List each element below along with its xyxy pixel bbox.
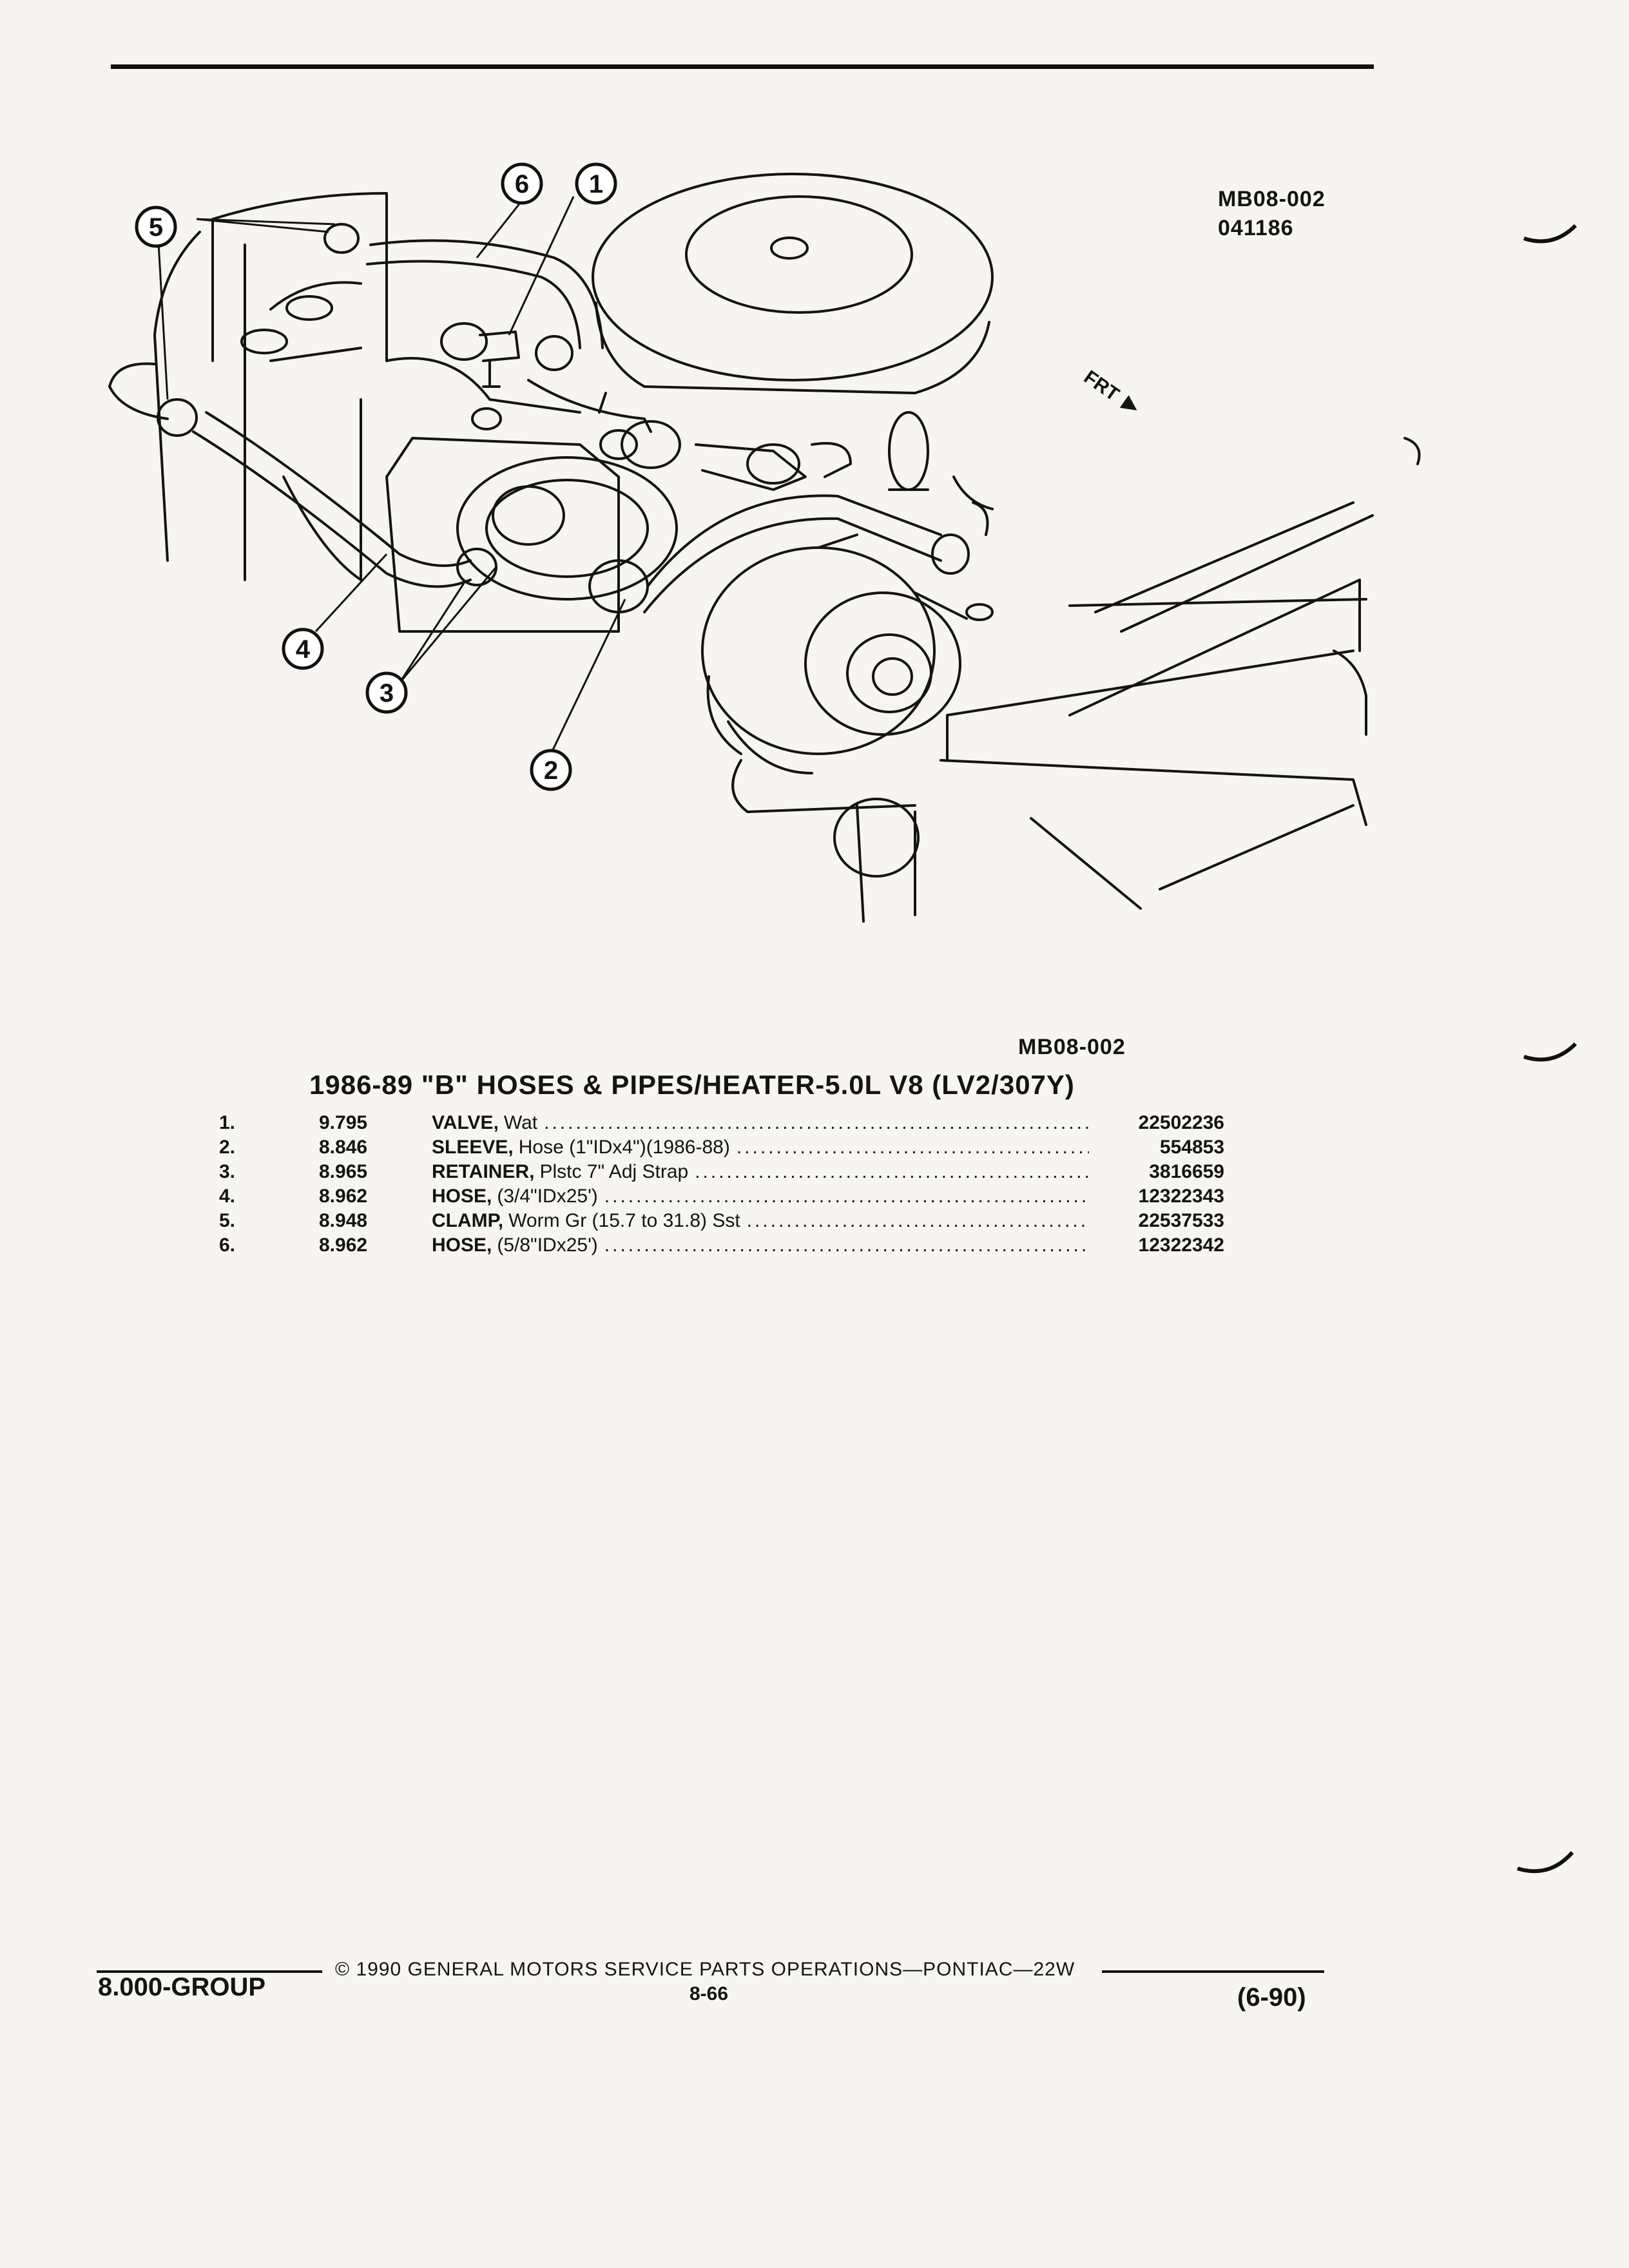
parts-row: 2. 8.846 SLEEVE, Hose (1"IDx4")(1986-88)…: [219, 1137, 1224, 1161]
callout-6-label: 6: [515, 170, 529, 198]
part-name: SLEEVE,: [432, 1137, 514, 1158]
part-spec: Worm Gr (15.7 to 31.8) Sst: [508, 1210, 740, 1231]
part-name: HOSE,: [432, 1186, 492, 1207]
parts-row: 5. 8.948 CLAMP, Worm Gr (15.7 to 31.8) S…: [219, 1210, 1224, 1235]
scan-mark-1: [1523, 224, 1577, 244]
parts-row: 4. 8.962 HOSE, (3/4"IDx25') ............…: [219, 1186, 1224, 1210]
part-name: HOSE,: [432, 1235, 492, 1256]
parts-list: 1. 9.795 VALVE, Wat ....................…: [219, 1112, 1224, 1259]
callout-3-label: 3: [380, 679, 394, 707]
dot-leader: ........................................…: [604, 1235, 1089, 1256]
dot-leader: ........................................…: [544, 1112, 1089, 1133]
callout-4: 4: [282, 628, 324, 670]
part-number: 22537533: [1138, 1210, 1224, 1231]
frt-text: FRT: [1080, 367, 1123, 405]
part-number: 554853: [1159, 1137, 1224, 1158]
top-rule: [111, 64, 1374, 69]
item-number: 1.: [219, 1112, 236, 1133]
parts-row: 1. 9.795 VALVE, Wat ....................…: [219, 1112, 1224, 1137]
part-description: HOSE, (5/8"IDx25') .....................…: [432, 1235, 1089, 1256]
engine-heater-hose-diagram: FRT 1 2 3 4 5 6: [108, 162, 1421, 923]
callout-6: 6: [501, 162, 543, 205]
callout-1: 1: [575, 162, 617, 205]
item-number: 2.: [219, 1137, 236, 1158]
dot-leader: ........................................…: [604, 1186, 1089, 1207]
part-spec: (3/4"IDx25'): [497, 1186, 598, 1207]
part-number: 12322343: [1138, 1186, 1224, 1207]
parts-row: 3. 8.965 RETAINER, Plstc 7" Adj Strap ..…: [219, 1161, 1224, 1186]
callout-2: 2: [530, 749, 572, 791]
figure-ref-top: MB08-002: [1218, 187, 1325, 211]
group-code: 8.965: [319, 1161, 368, 1182]
item-number: 3.: [219, 1161, 236, 1182]
callout-1-label: 1: [589, 170, 603, 198]
copyright-line: © 1990 GENERAL MOTORS SERVICE PARTS OPER…: [335, 1959, 1075, 1980]
callout-5-label: 5: [149, 213, 163, 242]
scan-mark-3: [1517, 1851, 1574, 1874]
part-name: VALVE,: [432, 1112, 499, 1133]
figure-ref-bottom: MB08-002: [1018, 1035, 1126, 1059]
callout-2-label: 2: [544, 756, 558, 785]
callout-4-label: 4: [296, 635, 311, 664]
figure-date-code: 041186: [1218, 216, 1294, 240]
part-description: RETAINER, Plstc 7" Adj Strap ...........…: [432, 1161, 1089, 1183]
section-title: 1986-89 "B" HOSES & PIPES/HEATER-5.0L V8…: [309, 1070, 1075, 1100]
revision-date: (6-90): [1237, 1983, 1306, 2012]
group-code: 8.948: [319, 1210, 368, 1231]
part-spec: Wat: [503, 1112, 538, 1133]
group-code: 8.846: [319, 1137, 368, 1158]
frt-arrow-icon: [1119, 395, 1137, 410]
front-direction-label: FRT: [1080, 367, 1137, 410]
part-description: SLEEVE, Hose (1"IDx4")(1986-88) ........…: [432, 1137, 1089, 1158]
item-number: 5.: [219, 1210, 236, 1231]
dot-leader: ........................................…: [695, 1161, 1089, 1182]
part-name: RETAINER,: [432, 1161, 535, 1182]
group-code: 8.962: [319, 1235, 368, 1256]
part-number: 3816659: [1149, 1161, 1224, 1182]
dot-leader: ........................................…: [736, 1137, 1089, 1158]
part-number: 12322342: [1138, 1235, 1224, 1256]
dot-leader: ........................................…: [746, 1210, 1089, 1231]
part-name: CLAMP,: [432, 1210, 504, 1231]
group-code: 8.962: [319, 1186, 368, 1207]
footer-rule-left: [97, 1970, 322, 1973]
part-spec: Hose (1"IDx4")(1986-88): [518, 1137, 730, 1158]
item-number: 4.: [219, 1186, 236, 1207]
parts-row: 6. 8.962 HOSE, (5/8"IDx25') ............…: [219, 1235, 1224, 1259]
item-number: 6.: [219, 1235, 236, 1256]
page-number: 8-66: [689, 1983, 729, 2004]
group-code: 9.795: [319, 1112, 368, 1133]
part-description: CLAMP, Worm Gr (15.7 to 31.8) Sst ......…: [432, 1210, 1089, 1232]
callout-3: 3: [365, 671, 408, 714]
part-spec: (5/8"IDx25'): [497, 1235, 598, 1256]
scan-mark-2: [1523, 1042, 1577, 1062]
part-description: VALVE, Wat .............................…: [432, 1112, 1089, 1134]
part-description: HOSE, (3/4"IDx25') .....................…: [432, 1186, 1089, 1207]
part-number: 22502236: [1138, 1112, 1224, 1133]
callout-5: 5: [135, 206, 177, 248]
part-spec: Plstc 7" Adj Strap: [539, 1161, 689, 1182]
group-label: 8.000-GROUP: [98, 1973, 266, 2001]
footer-rule-right: [1102, 1970, 1324, 1973]
